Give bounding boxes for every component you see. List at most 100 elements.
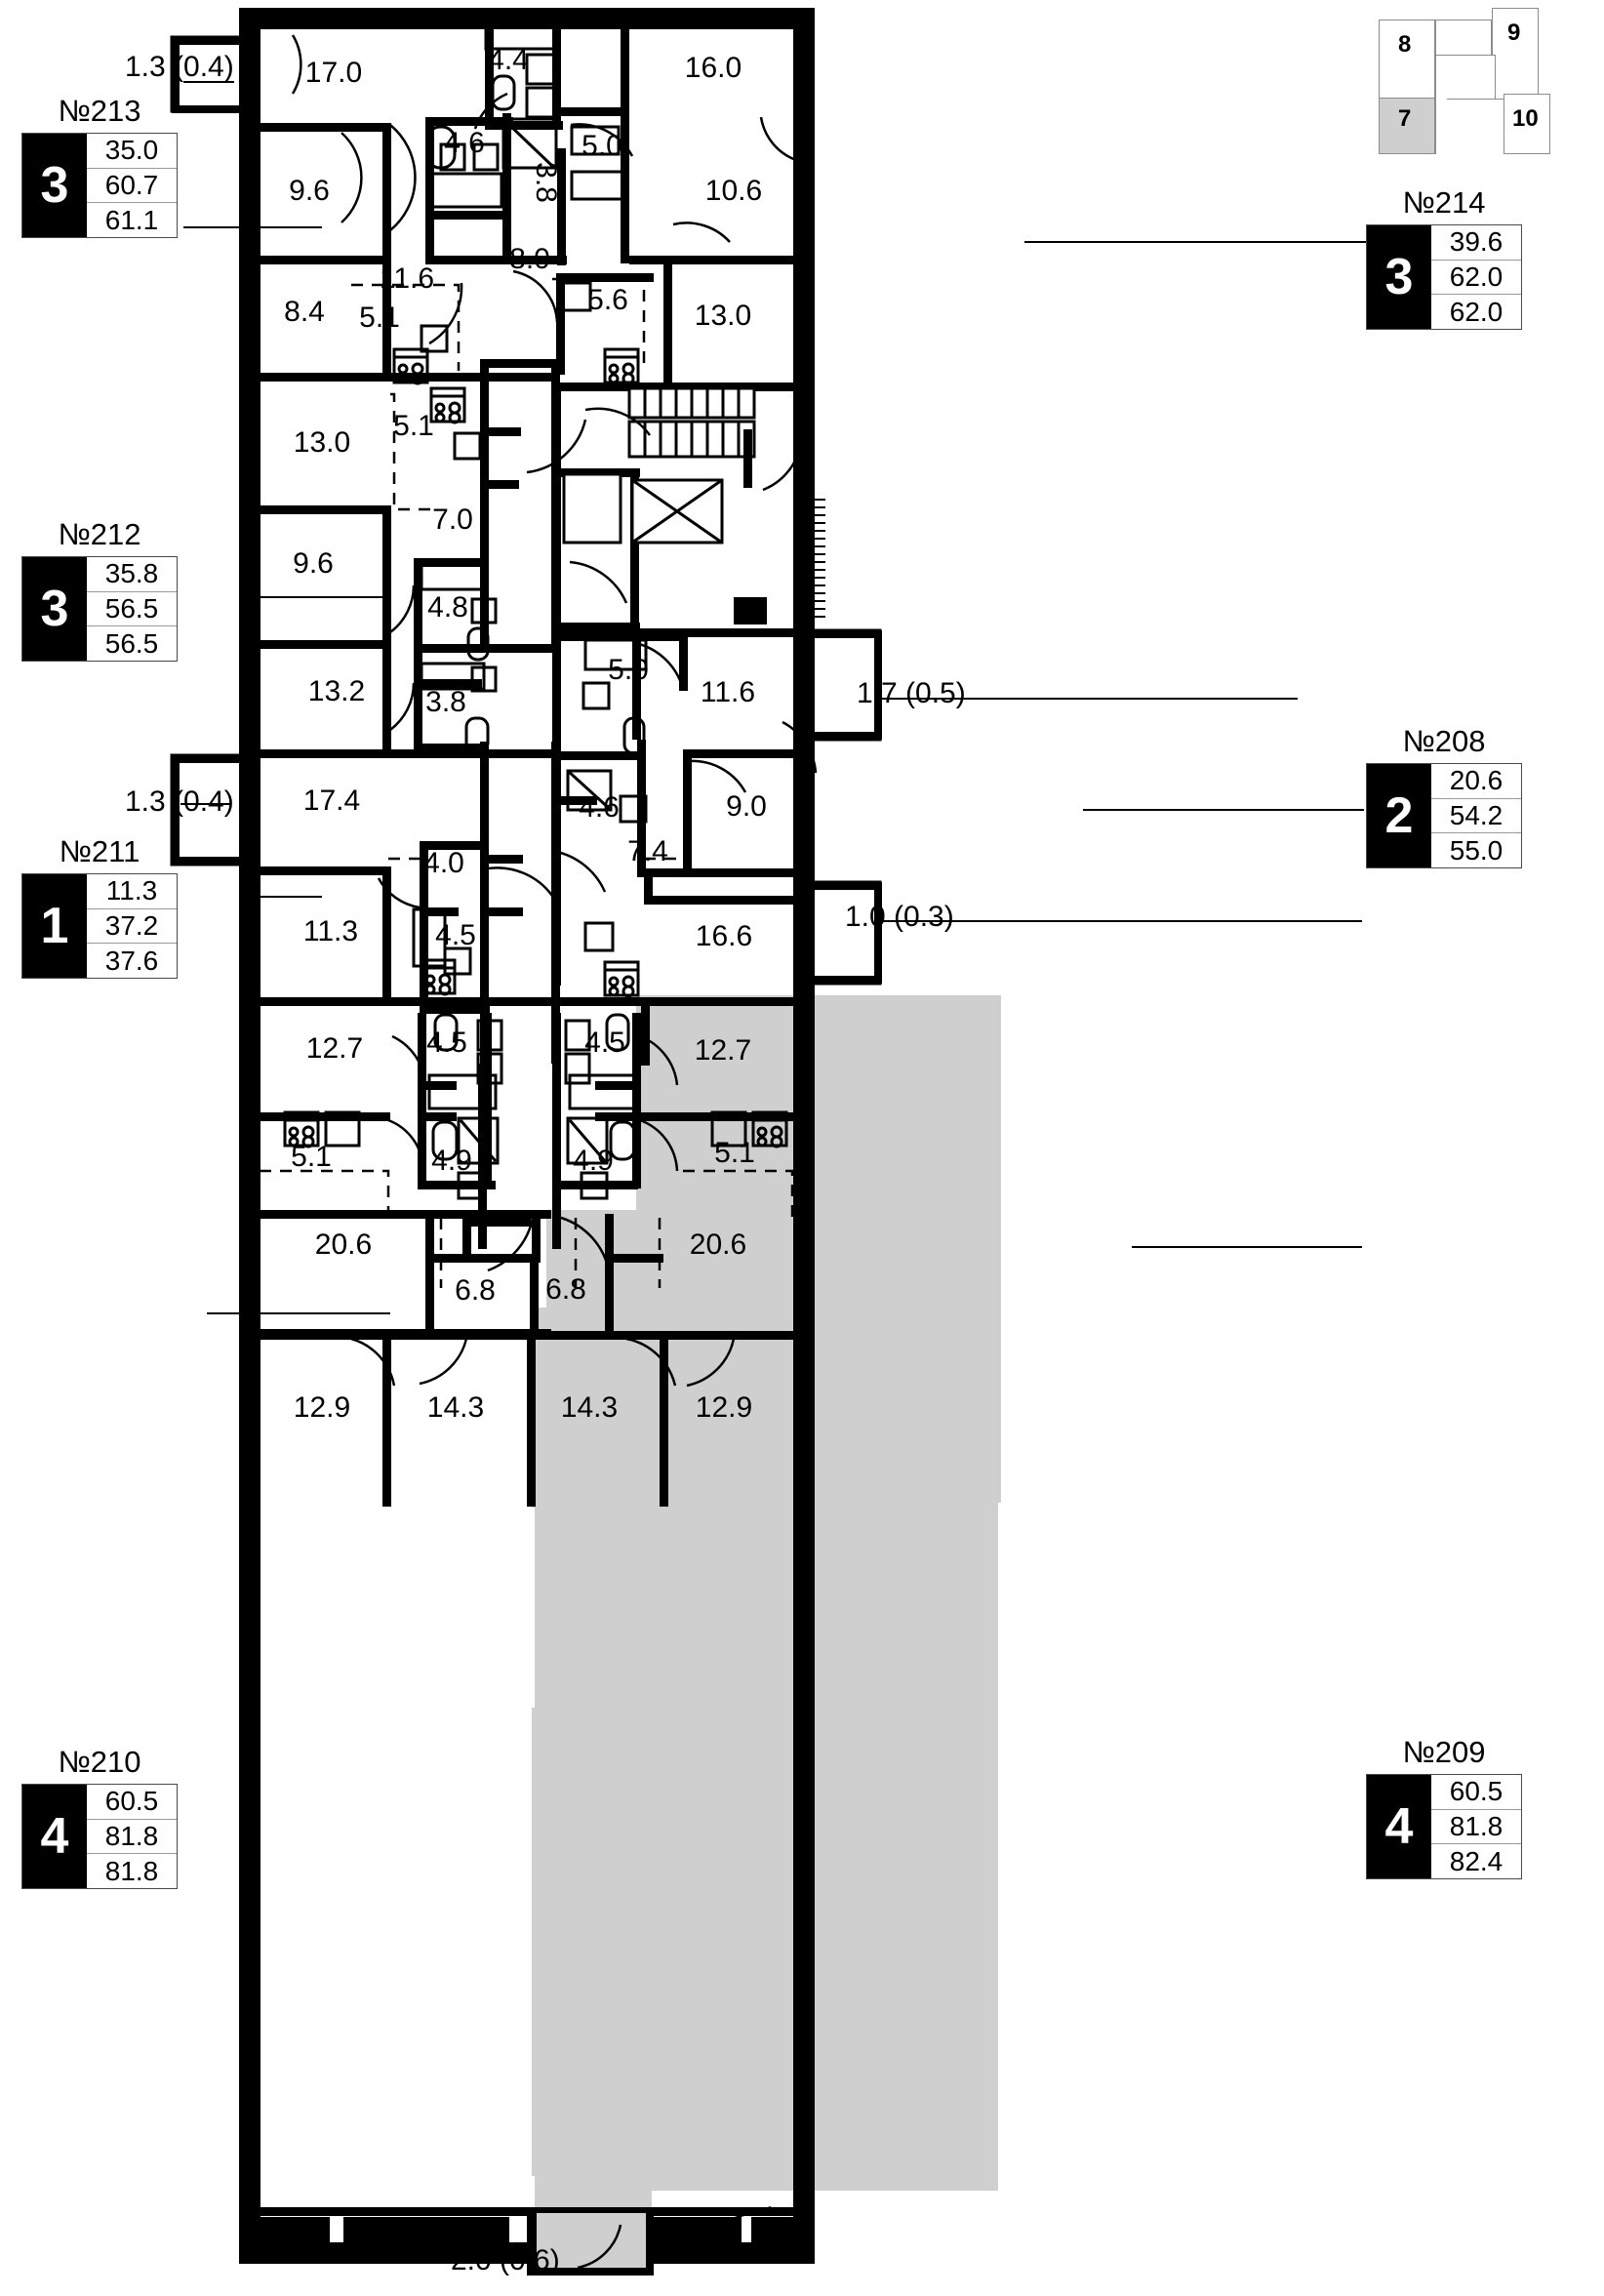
apartment-total-area-209: 82.4 xyxy=(1431,1844,1521,1879)
room-area-r-13-0a: 13.0 xyxy=(694,300,752,332)
room-area-r-11-6a: 11.6 xyxy=(379,262,435,295)
room-area-r-13-0b: 13.0 xyxy=(293,426,351,459)
apartment-box-214[interactable]: 3 39.6 62.0 62.0 xyxy=(1366,224,1522,330)
door-swings xyxy=(291,34,818,2270)
room-area-r-8-0: 8.0 xyxy=(509,243,550,275)
apartment-total-area-211: 37.6 xyxy=(87,944,177,979)
apartment-callout-210[interactable]: №210 4 60.5 81.8 81.8 xyxy=(21,1745,178,1889)
room-area-r-6-8a: 6.8 xyxy=(455,1274,496,1307)
apartment-area-nobal-209: 81.8 xyxy=(1431,1809,1521,1845)
highlight-apartment-209 xyxy=(532,995,1001,2264)
room-area-r-10-6: 10.6 xyxy=(704,175,763,207)
building-section-keymap[interactable]: 8 9 7 10 xyxy=(1379,8,1554,154)
apartment-box-211[interactable]: 1 11.3 37.2 37.6 xyxy=(21,873,178,979)
room-area-r-5-1d: 5.1 xyxy=(714,1137,755,1169)
apartment-area-nobal-210: 81.8 xyxy=(87,1819,177,1855)
room-area-r-14-3b: 14.3 xyxy=(560,1391,619,1424)
room-area-r-5-6: 5.6 xyxy=(587,284,628,316)
room-area-r-16-0: 16.0 xyxy=(684,52,742,84)
keymap-cell-10[interactable] xyxy=(1504,94,1550,154)
apartment-area-nobal-208: 54.2 xyxy=(1431,798,1521,834)
apartment-callout-208[interactable]: №208 2 20.6 54.2 55.0 xyxy=(1366,724,1522,868)
room-area-r-12-7a: 12.7 xyxy=(305,1032,364,1065)
apartment-callout-213[interactable]: №213 3 35.0 60.7 61.1 xyxy=(21,94,178,238)
apartment-living-area-208: 20.6 xyxy=(1431,764,1521,799)
room-area-r-4-9b: 4.9 xyxy=(573,1145,614,1177)
room-area-r-4-8: 4.8 xyxy=(427,591,468,624)
apartment-total-area-214: 62.0 xyxy=(1431,295,1521,330)
room-area-r-4-5b: 4.5 xyxy=(426,1027,467,1059)
apartment-rooms-208: 2 xyxy=(1367,764,1431,867)
leader-lines xyxy=(180,81,1366,2243)
apartment-living-area-211: 11.3 xyxy=(87,874,177,909)
apartment-living-area-214: 39.6 xyxy=(1431,225,1521,261)
apartment-number-208: №208 xyxy=(1402,724,1486,758)
room-area-r-20-6b: 20.6 xyxy=(689,1229,747,1261)
balcony-area-bottom: 2.0 (0.6) xyxy=(451,2244,560,2276)
room-area-r-8-4: 8.4 xyxy=(284,296,325,328)
apartment-number-210: №210 xyxy=(58,1745,141,1779)
apartment-box-213[interactable]: 3 35.0 60.7 61.1 xyxy=(21,133,178,238)
room-area-r-12-9a: 12.9 xyxy=(293,1391,351,1424)
apartment-number-213: №213 xyxy=(58,94,141,128)
keymap-cell-mid xyxy=(1435,55,1496,100)
room-area-r-3-8a: 3.8 xyxy=(530,162,562,203)
apartment-number-209: №209 xyxy=(1402,1735,1486,1769)
apartment-total-area-213: 61.1 xyxy=(87,203,177,238)
room-area-r-11-6b: 11.6 xyxy=(700,676,756,708)
apartment-total-area-210: 81.8 xyxy=(87,1854,177,1889)
room-area-r-4-5a: 4.5 xyxy=(435,919,476,951)
apartment-area-nobal-214: 62.0 xyxy=(1431,260,1521,296)
room-area-r-14-3a: 14.3 xyxy=(426,1391,485,1424)
room-area-r-4-5c: 4.5 xyxy=(584,1027,625,1059)
room-area-r-9-6b: 9.6 xyxy=(293,547,334,580)
room-area-r-11-3: 11.3 xyxy=(302,915,359,947)
room-area-r-13-2: 13.2 xyxy=(307,675,366,707)
balcony-area-right-lower: 1.0 (0.3) xyxy=(845,901,954,933)
apartment-area-nobal-213: 60.7 xyxy=(87,168,177,204)
room-area-r-4-4: 4.4 xyxy=(488,44,529,76)
room-area-r-5-1c: 5.1 xyxy=(291,1141,332,1173)
windows xyxy=(243,156,811,1208)
room-area-r-16-6: 16.6 xyxy=(695,920,753,952)
room-area-r-7-0: 7.0 xyxy=(432,504,473,536)
apartment-callout-212[interactable]: №212 3 35.8 56.5 56.5 xyxy=(21,517,178,662)
keymap-cell-8[interactable] xyxy=(1379,20,1435,100)
room-area-r-4-0: 4.0 xyxy=(423,847,464,879)
niche-outlines xyxy=(260,277,794,1288)
apartment-callout-211[interactable]: №211 1 11.3 37.2 37.6 xyxy=(21,834,178,979)
room-area-r-12-9b: 12.9 xyxy=(695,1391,753,1424)
balcony-area-top-left: 1.3 (0.4) xyxy=(125,51,234,83)
room-area-r-5-1b: 5.1 xyxy=(393,410,434,442)
room-area-r-5-0b: 5.0 xyxy=(608,654,649,686)
apartment-number-212: №212 xyxy=(58,517,141,551)
balconies xyxy=(170,35,882,2276)
apartment-rooms-211: 1 xyxy=(22,874,87,978)
apartment-total-area-208: 55.0 xyxy=(1431,833,1521,868)
keymap-label-10: 10 xyxy=(1512,105,1539,132)
stair-elevator-core xyxy=(552,383,825,637)
apartment-box-209[interactable]: 4 60.5 81.8 82.4 xyxy=(1366,1774,1522,1879)
keymap-label-9: 9 xyxy=(1507,20,1521,46)
room-area-r-3-8b: 3.8 xyxy=(425,686,466,718)
keymap-divider xyxy=(1435,98,1447,154)
fixtures xyxy=(283,16,788,1200)
apartment-rooms-212: 3 xyxy=(22,557,87,661)
room-area-r-5-1a: 5.1 xyxy=(359,302,400,334)
room-area-r-4-6a: 4.6 xyxy=(444,127,485,159)
room-area-r-7-4: 7.4 xyxy=(627,835,668,867)
apartment-box-212[interactable]: 3 35.8 56.5 56.5 xyxy=(21,556,178,662)
room-area-r-5-0a: 5.0 xyxy=(581,130,622,162)
apartment-number-211: №211 xyxy=(59,834,140,868)
apartment-callout-214[interactable]: №214 3 39.6 62.0 62.0 xyxy=(1366,185,1522,330)
apartment-rooms-210: 4 xyxy=(22,1785,87,1888)
room-area-r-9-6a: 9.6 xyxy=(289,175,330,207)
apartment-box-210[interactable]: 4 60.5 81.8 81.8 xyxy=(21,1784,178,1889)
apartment-box-208[interactable]: 2 20.6 54.2 55.0 xyxy=(1366,763,1522,868)
apartment-callout-209[interactable]: №209 4 60.5 81.8 82.4 xyxy=(1366,1735,1522,1879)
keymap-label-7: 7 xyxy=(1398,105,1412,132)
apartment-living-area-213: 35.0 xyxy=(87,134,177,169)
keymap-cell-7[interactable] xyxy=(1379,98,1435,154)
